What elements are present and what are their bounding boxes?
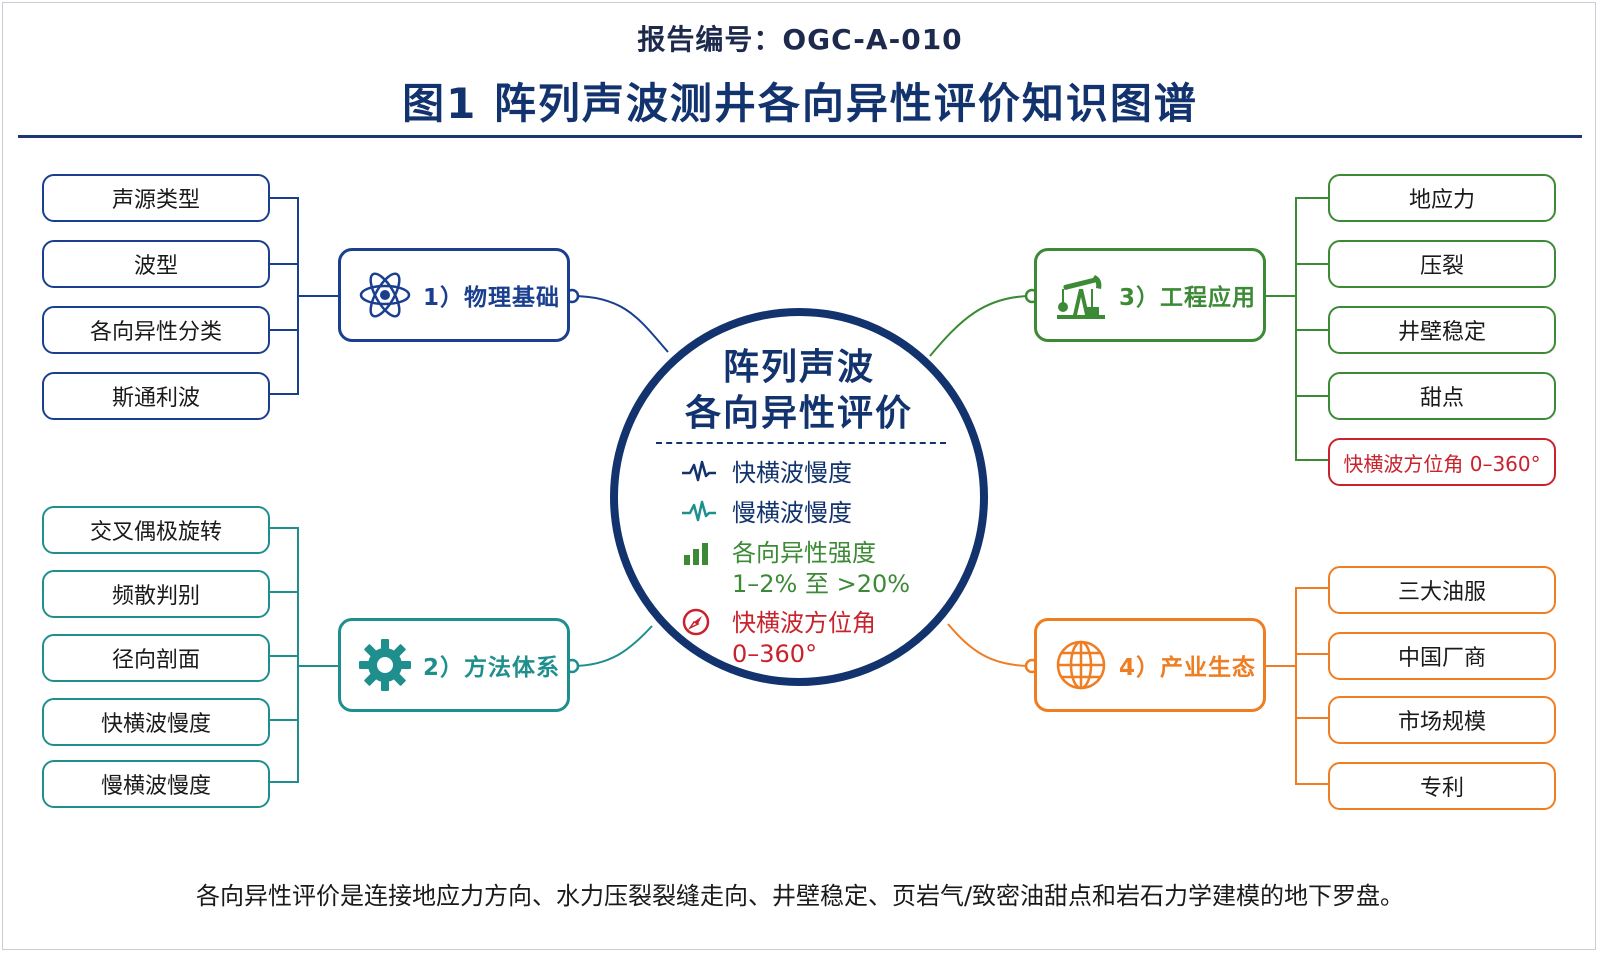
leaf-in-situ-stress: 地应力 (1328, 174, 1556, 222)
figure-caption: 各向异性评价是连接地应力方向、水力压裂裂缝走向、井壁稳定、页岩气/致密油甜点和岩… (195, 882, 1405, 910)
leaf-source-type: 声源类型 (42, 174, 270, 222)
branch-engineering-label: 3）工程应用 (1119, 285, 1257, 311)
branch-physics: 1）物理基础 (338, 248, 570, 342)
leaf-radial-profile: 径向剖面 (42, 634, 270, 682)
leaf-cross-dipole: 交叉偶极旋转 (42, 506, 270, 554)
page-title: 图1 阵列声波测井各向异性评价知识图谱 (402, 79, 1198, 128)
leaf-slow-slowness: 慢横波慢度 (42, 760, 270, 808)
branch-method: 2）方法体系 (338, 618, 570, 712)
leaf-sweet-spot: 甜点 (1328, 372, 1556, 420)
center-item-fast-azimuth: 快横波方位角 0–360° (680, 608, 876, 670)
compass-icon (682, 608, 710, 636)
bar-chart-icon (684, 543, 708, 565)
leaf-fracturing: 压裂 (1328, 240, 1556, 288)
center-item-anisotropy-strength: 各向异性强度 1–2% 至 >20% (680, 538, 910, 600)
center-item-slow-slowness: 慢横波慢度 (680, 498, 852, 529)
center-title-line1: 阵列声波 (722, 347, 875, 388)
leaf-stoneley-wave: 斯通利波 (42, 372, 270, 420)
leaf-chinese-vendors: 中国厂商 (1328, 632, 1556, 680)
leaf-fast-azimuth: 快横波方位角 0–360° (1328, 438, 1556, 486)
leaf-market-size: 市场规模 (1328, 696, 1556, 744)
leaf-dispersion: 频散判别 (42, 570, 270, 618)
report-id: 报告编号：OGC-A-010 (637, 23, 963, 56)
branch-physics-label: 1）物理基础 (423, 285, 561, 311)
gear-icon (359, 639, 411, 691)
leaf-anisotropy-class: 各向异性分类 (42, 306, 270, 354)
leaf-wave-type: 波型 (42, 240, 270, 288)
center-divider (656, 442, 946, 444)
atom-icon (359, 272, 411, 318)
center-hub: 阵列声波 各向异性评价 快横波慢度 慢横波慢度 各向异性强度 1–2% 至 >2… (610, 308, 988, 686)
leaf-patents: 专利 (1328, 762, 1556, 810)
branch-method-label: 2）方法体系 (423, 655, 561, 681)
leaf-big-three: 三大油服 (1328, 566, 1556, 614)
center-item-range: 0–360° (732, 640, 818, 668)
branch-engineering: 3）工程应用 (1034, 248, 1266, 342)
center-item-label: 快横波慢度 (732, 459, 852, 487)
leaf-wellbore-stability: 井壁稳定 (1328, 306, 1556, 354)
center-title-line2: 各向异性评价 (684, 393, 913, 434)
center-item-label: 慢横波慢度 (732, 499, 852, 527)
center-item-label: 快横波方位角 (732, 609, 876, 637)
waveform-icon (682, 500, 716, 522)
branch-industry-label: 4）产业生态 (1119, 655, 1257, 681)
center-item-fast-slowness: 快横波慢度 (680, 458, 852, 489)
title-divider (18, 135, 1582, 138)
waveform-icon (682, 460, 716, 482)
oil-pump-icon (1057, 275, 1105, 319)
center-item-label: 各向异性强度 (732, 539, 876, 567)
branch-industry: 4）产业生态 (1034, 618, 1266, 712)
leaf-fast-slowness: 快横波慢度 (42, 698, 270, 746)
globe-icon (1056, 640, 1106, 690)
center-item-range: 1–2% 至 >20% (732, 570, 911, 598)
